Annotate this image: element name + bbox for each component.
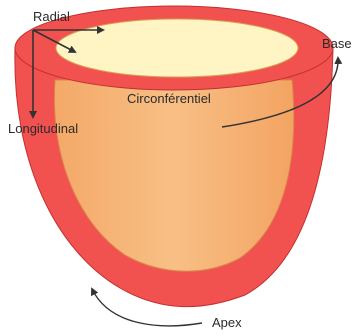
label-longitudinal: Longitudinal bbox=[8, 121, 78, 136]
rim-inner bbox=[56, 19, 298, 77]
label-circumferential: Circonférentiel bbox=[127, 91, 211, 106]
label-base: Base bbox=[322, 36, 352, 51]
label-apex: Apex bbox=[212, 315, 242, 330]
label-radial: Radial bbox=[33, 9, 70, 24]
